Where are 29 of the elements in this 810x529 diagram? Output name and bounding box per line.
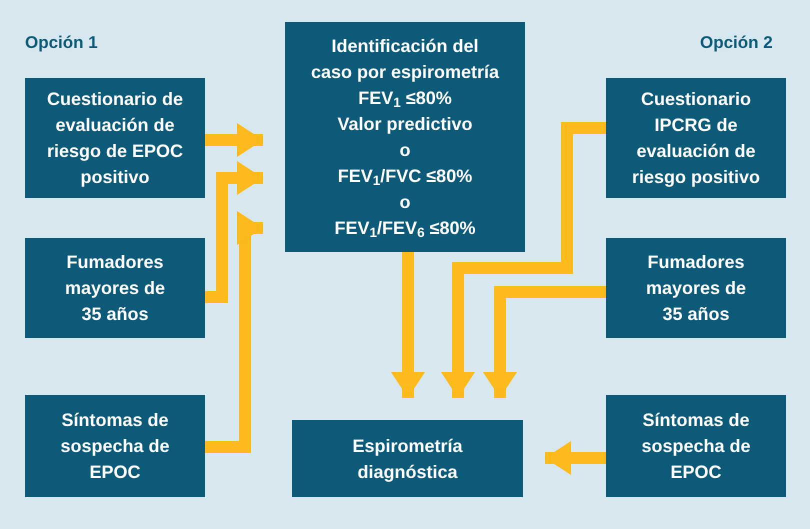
arrow (545, 441, 606, 475)
box-text: Cuestionario de evaluación de riesgo de EPOC positivo (46, 88, 184, 189)
process-box (25, 395, 205, 497)
process-box (285, 22, 525, 252)
arrow (391, 252, 425, 398)
box-text: FEV$_{1}$ ≤80% (358, 87, 452, 111)
box-text: Espirometría diagnóstica (351, 434, 464, 484)
process-box (606, 395, 786, 497)
box-text: o (400, 191, 410, 214)
box-text: Cuestionario IPCRG de evaluación de riesgo positivo (630, 88, 762, 189)
option-heading: Opción 1 (25, 32, 98, 54)
box-text: Síntomas de sospecha de EPOC (59, 409, 171, 484)
process-box (606, 238, 786, 338)
arrow (205, 123, 263, 157)
process-box (292, 420, 523, 497)
process-box (25, 78, 205, 198)
box-text: Identificación del caso por espirometría (310, 35, 500, 84)
arrow (483, 286, 606, 398)
box-text: Valor predictivo (337, 113, 473, 136)
process-box (25, 238, 205, 338)
box-text: Fumadores mayores de 35 años (64, 251, 166, 326)
process-box (606, 78, 786, 198)
arrow (205, 161, 263, 303)
box-text: Síntomas de sospecha de EPOC (640, 409, 752, 484)
box-text: o (400, 139, 410, 162)
box-text: FEV$_{1}$/FEV$_{6}$ ≤80% (334, 217, 476, 241)
box-text: FEV$_{1}$/FVC ≤80% (338, 165, 472, 189)
option-heading: Opción 2 (700, 32, 773, 54)
box-text: Fumadores mayores de 35 años (644, 251, 748, 326)
